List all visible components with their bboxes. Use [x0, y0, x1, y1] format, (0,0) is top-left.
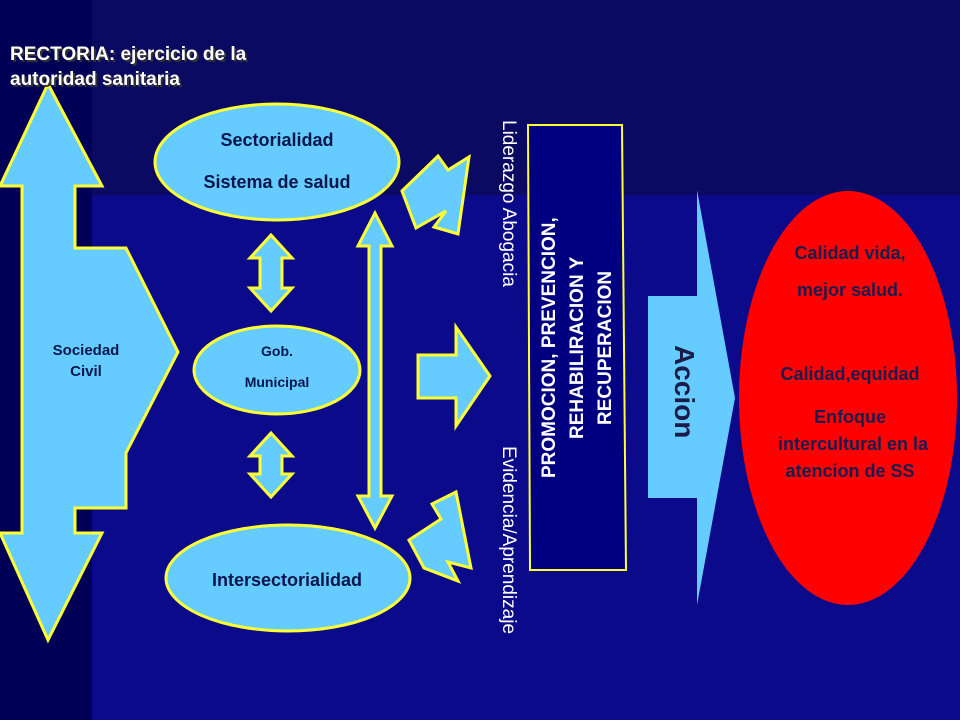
title-line-2: autoridad sanitaria [10, 69, 180, 90]
promocion-text: PROMOCION, PREVENCION, REHABILIRACION Y … [536, 138, 620, 558]
promocion-line-3: RECUPERACION [595, 270, 616, 426]
resultado-line-2: mejor salud. [796, 280, 904, 300]
promocion-line-2: REHABILIRACION Y [567, 256, 588, 440]
gobierno-ellipse [192, 324, 362, 416]
accion-label: Accion [669, 345, 700, 439]
arrow-upper-right [400, 153, 471, 236]
intersectorialidad-ellipse [164, 523, 412, 633]
sociedad-line-2: Civil [70, 363, 102, 380]
sociedad-line-1: Sociedad [52, 342, 120, 359]
sectorialidad-line-1: Sectorialidad [220, 130, 334, 150]
long-double-arrow [355, 209, 395, 532]
page-title: RECTORIA: ejercicio de la autoridad sani… [10, 42, 246, 92]
gobierno-line-1: Gob. [261, 343, 293, 359]
double-arrow-lower [246, 430, 296, 500]
arrow-lower-right [407, 489, 473, 584]
title-line-1: RECTORIA: ejercicio de la [10, 44, 247, 65]
sociedad-civil-arrow [0, 80, 180, 644]
intersectorialidad-label: Intersectorialidad [211, 570, 363, 590]
promocion-box [526, 124, 628, 571]
gobierno-line-2: Municipal [244, 374, 310, 390]
double-arrow-upper [246, 232, 296, 314]
resultado-line-3: Calidad,equidad [780, 364, 920, 384]
liderazgo-label: Liderazgo Abogacia [498, 120, 519, 287]
resultado-line-5: intercultural en la [777, 434, 929, 454]
sectorialidad-line-2: Sistema de salud [203, 172, 351, 192]
resultado-ellipse [739, 191, 957, 605]
gobierno-label: Gob. Municipal [205, 342, 349, 391]
sociedad-civil-label: Sociedad Civil [44, 340, 128, 382]
sectorialidad-ellipse [153, 102, 401, 222]
promocion-line-1: PROMOCION, PREVENCION, [539, 217, 560, 479]
accion-arrow [648, 190, 735, 605]
sectorialidad-label: Sectorialidad Sistema de salud [177, 128, 377, 194]
arrow-middle-right [416, 322, 492, 431]
resultado-line-4: Enfoque [814, 407, 886, 427]
resultado-line-1: Calidad vida, [794, 243, 906, 263]
resultado-line-6: atencion de SS [785, 461, 915, 481]
evidencia-label: Evidencia/Aprendizaje [498, 446, 519, 635]
